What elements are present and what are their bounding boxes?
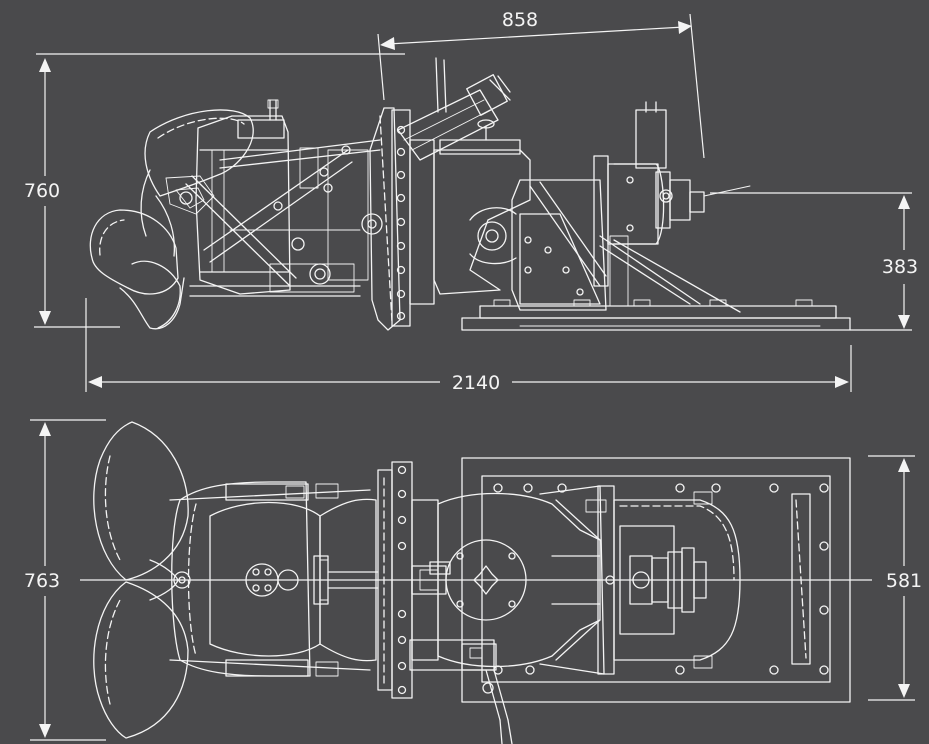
dimension-lines [30, 13, 915, 741]
dim-label-760: 760 [24, 180, 60, 202]
dimension-labels: 858 760 383 2140 763 581 [24, 9, 922, 592]
dim-label-2140: 2140 [452, 372, 500, 394]
dim-label-383: 383 [882, 256, 918, 278]
dim-label-858: 858 [502, 9, 538, 31]
side-view [8, 57, 929, 398]
dim-label-581: 581 [886, 570, 922, 592]
dim-label-763: 763 [24, 570, 60, 592]
top-view [8, 421, 929, 744]
